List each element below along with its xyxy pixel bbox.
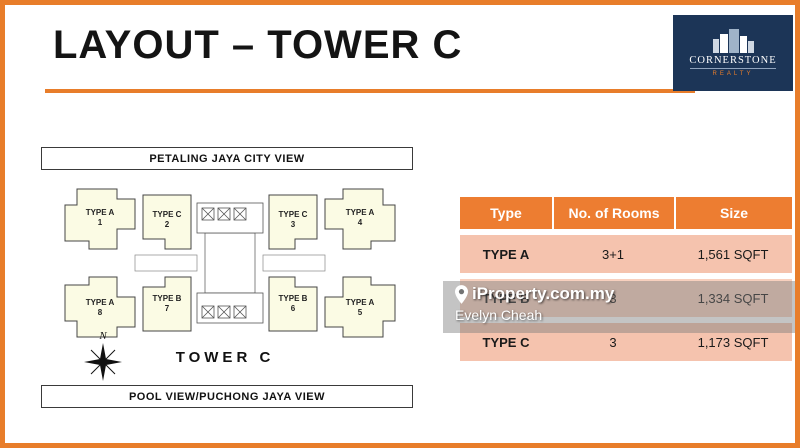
cell-rooms: 3+1 [601,246,625,262]
unit-label: TYPE A [86,208,115,217]
unit-number: 6 [291,304,296,313]
unit-size-table: Type No. of Rooms Size TYPE A 3+1 1,561 … [460,197,792,361]
unit-number: 1 [98,218,103,227]
cell-rooms: 3 [609,290,617,306]
unit-number: 2 [165,220,170,229]
unit-label: TYPE A [86,298,115,307]
unit-b6 [268,276,318,332]
cell-type: TYPE A [482,246,530,262]
unit-a1 [64,188,136,250]
unit-number: 7 [165,304,170,313]
column-header-rooms: No. of Rooms [554,197,674,229]
cell-size: 1,561 SQFT [697,246,769,262]
unit-label: TYPE C [153,210,182,219]
pool-view-label: POOL VIEW/PUCHONG JAYA VIEW [41,385,413,408]
column-header-size: Size [676,197,792,229]
cell-rooms: 3 [609,334,617,350]
floorplan-diagram: TYPE A 1 TYPE C 2 TYPE C 3 TYPE A 4 TYPE… [64,188,396,338]
logo-subtitle: REALTY [712,71,754,77]
cell-type: TYPE B [482,290,530,306]
cell-type: TYPE C [482,334,530,350]
table-header-row: Type No. of Rooms Size [460,197,792,229]
unit-label: TYPE B [153,294,182,303]
unit-a4 [324,188,396,250]
unit-c2 [142,194,192,250]
page-title: LAYOUT – TOWER C [53,23,463,67]
unit-label: TYPE A [346,298,375,307]
compass-north-label: N [98,330,107,342]
column-header-type: Type [460,197,552,229]
unit-number: 5 [358,308,363,317]
unit-label: TYPE A [346,208,375,217]
logo-divider [690,68,776,69]
unit-a5 [324,276,396,338]
logo-name: CORNERSTONE [689,55,777,66]
table-row: TYPE B 3 1,334 SQFT [460,279,792,317]
cell-size: 1,173 SQFT [697,334,769,350]
watermark: iProperty.com.my Evelyn Cheah [455,284,614,323]
compass-icon: N [81,327,125,392]
unit-c3 [268,194,318,250]
building-skyline-icon [713,29,754,53]
table-row: TYPE C 3 1,173 SQFT [460,323,792,361]
unit-label: TYPE C [279,210,308,219]
watermark-band [443,281,795,333]
unit-number: 3 [291,220,296,229]
unit-label: TYPE B [279,294,308,303]
lift-core-top [196,202,264,234]
watermark-agent: Evelyn Cheah [455,307,543,323]
table-row: TYPE A 3+1 1,561 SQFT [460,235,792,273]
watermark-brand: iProperty.com.my [472,284,615,303]
unit-number: 8 [98,308,103,317]
city-view-label: PETALING JAYA CITY VIEW [41,147,413,170]
company-logo: CORNERSTONE REALTY [673,15,793,91]
tower-name-label: TOWER C [175,349,275,366]
unit-b7 [142,276,192,332]
title-divider [45,89,695,93]
location-pin-icon [455,284,468,304]
unit-number: 4 [358,218,363,227]
lift-core-bottom [196,292,264,324]
unit-a8 [64,276,136,338]
cell-size: 1,334 SQFT [697,290,769,306]
